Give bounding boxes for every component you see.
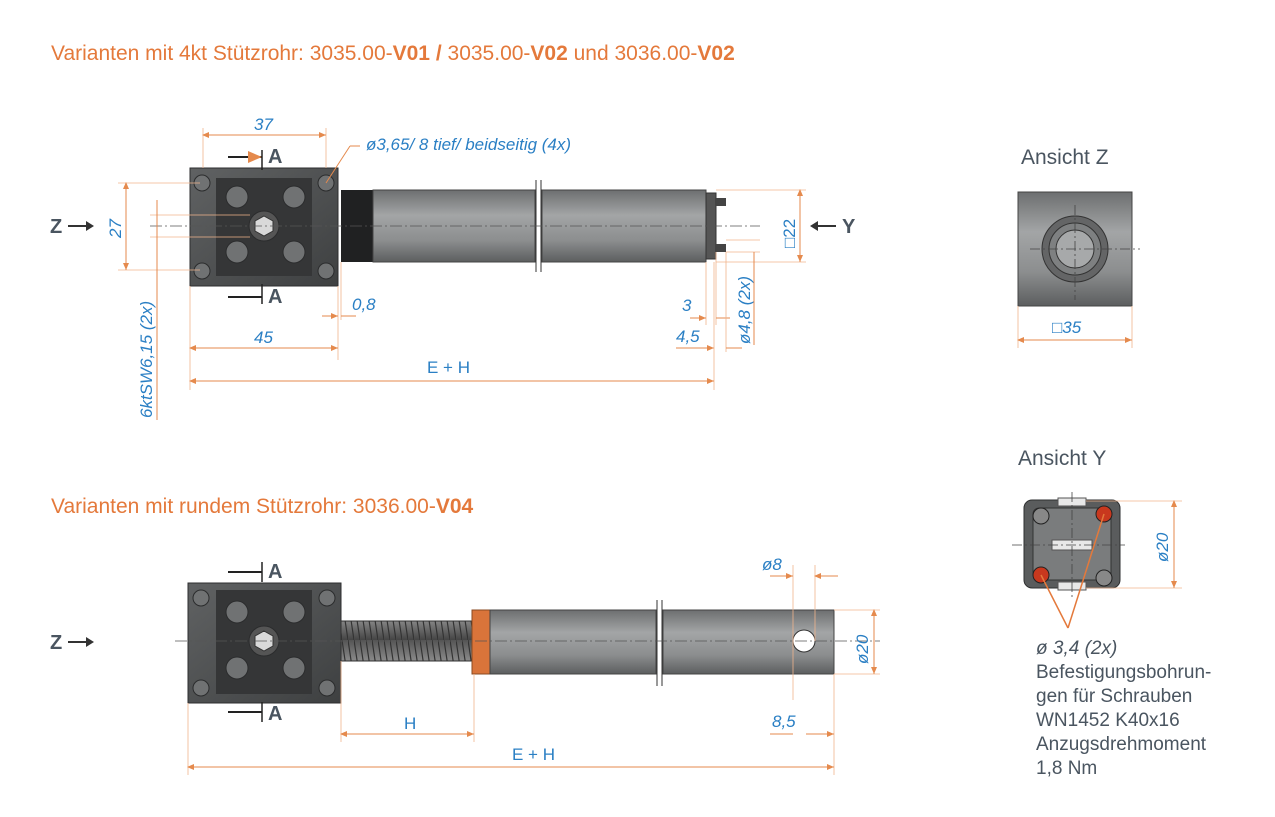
section-a-top: A <box>268 146 282 168</box>
dim-tube-20: ø20 <box>853 634 872 664</box>
note-line-5: 1,8 Nm <box>1036 758 1098 779</box>
note-line-4: Anzugsdrehmoment <box>1036 734 1207 755</box>
view-y-marker: Y <box>842 216 856 238</box>
note-line-1: Befestigungsbohrun- <box>1036 662 1212 683</box>
dim-8-5: 8,5 <box>772 712 796 731</box>
dim-3: 3 <box>682 296 692 315</box>
hole-size: ø 3,4 (2x) <box>1036 638 1118 659</box>
dim-0-8: 0,8 <box>352 295 376 314</box>
dim-27: 27 <box>106 219 125 239</box>
dim-e-plus-h-bottom: E + H <box>512 745 555 764</box>
dim-45: 45 <box>254 328 273 347</box>
dim-hex-socket: 6ktSW6,15 (2x) <box>137 301 156 418</box>
orange-nut <box>471 609 491 675</box>
mounting-note: ø 3,4 (2x) Befestigungsbohrun- gen für S… <box>1036 637 1211 781</box>
view-z: Ansicht Z □35 <box>1017 146 1140 348</box>
top-drawing: 37 ø3,65/ 8 tief/ beidseitig (4x) A A Z … <box>50 115 856 420</box>
dim-square-22: □22 <box>780 219 799 248</box>
dim-pin-diameter: ø4,8 (2x) <box>735 276 754 344</box>
dim-h: H <box>404 714 416 733</box>
dim-4-5: 4,5 <box>676 327 700 346</box>
section-a-bottom: A <box>268 286 282 308</box>
bottom-drawing: A A Z ø8 ø20 H 8,5 E + H <box>50 555 880 775</box>
dim-square-35: □35 <box>1052 318 1082 337</box>
section-a-bottom-2: A <box>268 703 282 725</box>
view-z-marker-2: Z <box>50 632 62 654</box>
view-z-title: Ansicht Z <box>1021 146 1109 169</box>
note-line-3: WN1452 K40x16 <box>1036 710 1180 731</box>
dim-e-plus-h-top: E + H <box>427 358 470 377</box>
view-y: Ansicht Y ø20 <box>1012 447 1182 629</box>
dim-37: 37 <box>254 115 273 134</box>
heading-variant-square: Varianten mit 4kt Stützrohr: 3035.00-V01… <box>51 42 735 65</box>
screws <box>193 174 335 280</box>
dim-diameter-20-view-y: ø20 <box>1153 532 1172 562</box>
heading-variant-round: Varianten mit rundem Stützrohr: 3036.00-… <box>51 495 474 518</box>
round-tube-left <box>489 609 657 675</box>
dim-hole-8: ø8 <box>762 555 782 574</box>
view-z-marker: Z <box>50 216 62 238</box>
section-a-top-2: A <box>268 561 282 583</box>
note-line-2: gen für Schrauben <box>1036 686 1193 707</box>
view-y-title: Ansicht Y <box>1018 447 1106 470</box>
hole-note: ø3,65/ 8 tief/ beidseitig (4x) <box>366 135 571 154</box>
